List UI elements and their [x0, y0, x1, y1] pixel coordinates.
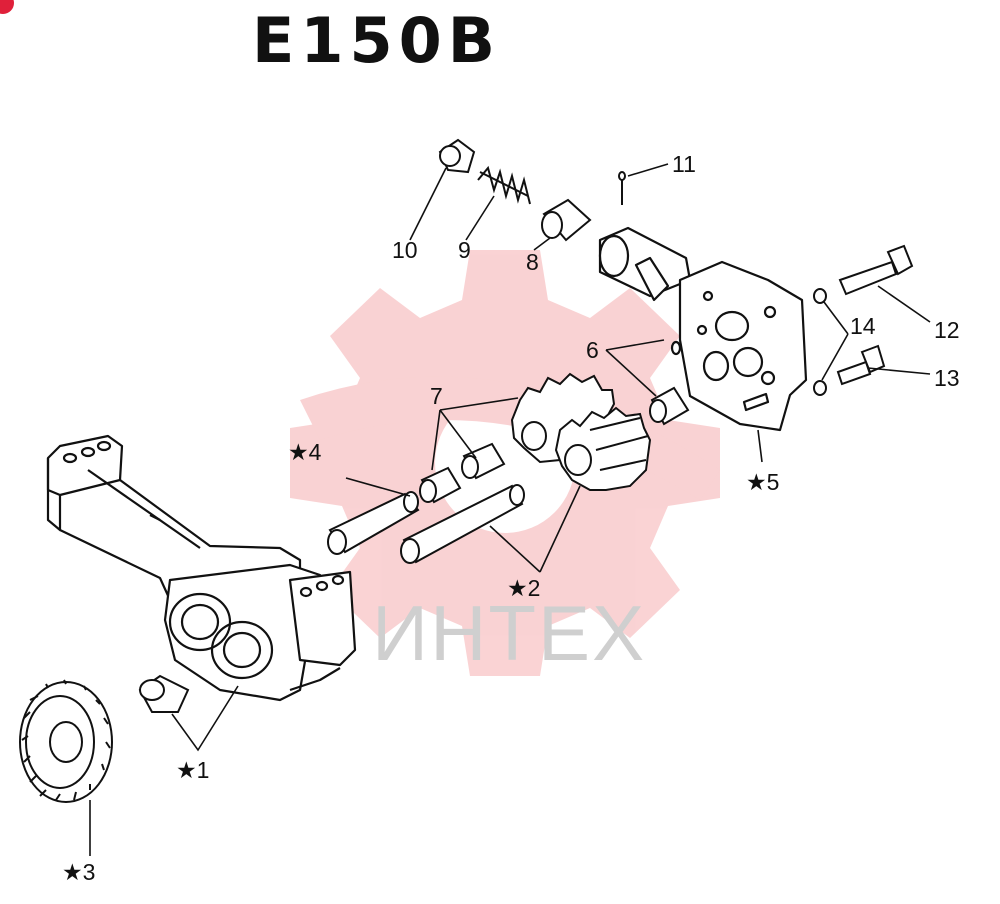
- label-part-2: ★2: [507, 575, 540, 601]
- bushings-part-7: [419, 442, 506, 504]
- label-part-7: 7: [430, 383, 443, 409]
- drive-gear: [19, 679, 113, 803]
- bushing-part-6: [649, 386, 690, 426]
- pump-body: [46, 434, 357, 702]
- label-part-4: ★4: [288, 439, 322, 465]
- label-part-6: 6: [586, 337, 599, 363]
- diagram-title: E150B: [252, 4, 502, 77]
- bushing-part-1: [138, 674, 190, 713]
- spring-part-9: [477, 165, 531, 205]
- leader-lines: [89, 163, 931, 856]
- bolt-part-13: [836, 344, 886, 386]
- label-part-13: 13: [934, 365, 960, 391]
- pin-part-11: [618, 171, 626, 205]
- label-part-11: 11: [672, 151, 696, 177]
- bolt-part-12: [838, 244, 914, 296]
- label-part-10: 10: [392, 237, 418, 263]
- washers-part-14: [813, 288, 827, 396]
- label-part-14: 14: [850, 313, 876, 339]
- shaft-part-4: [327, 491, 420, 555]
- plug-part-10: [438, 138, 476, 174]
- label-part-5: ★5: [746, 469, 779, 495]
- pump-gears: [510, 372, 652, 491]
- label-part-9: 9: [458, 237, 471, 263]
- watermark-text: ИНТЕХ: [372, 589, 647, 677]
- bushing-part-8: [541, 198, 592, 242]
- label-part-12: 12: [934, 317, 960, 343]
- label-part-1: ★1: [176, 757, 209, 783]
- label-part-8: 8: [526, 249, 539, 275]
- label-part-3: ★3: [62, 859, 95, 885]
- shaft-part-2: [400, 484, 525, 564]
- corner-badge: [0, 0, 14, 14]
- pump-cover: [598, 226, 808, 432]
